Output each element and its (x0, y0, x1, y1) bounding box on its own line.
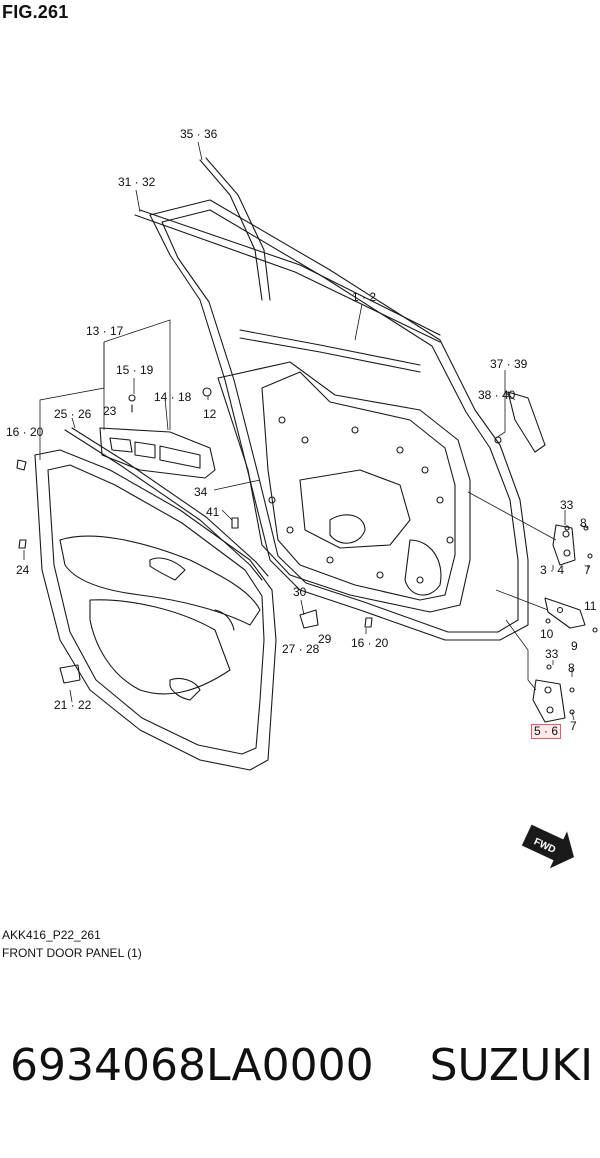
part-label-8-upper: 8 (580, 516, 587, 530)
part-label-38-40: 38 · 40 (478, 388, 516, 402)
door-inner-panel (217, 329, 471, 613)
part-label-16-20-lower: 16 · 20 (351, 636, 389, 650)
check-link (544, 597, 586, 629)
door-frame-outline (134, 157, 529, 641)
brand-name: SUZUKI (429, 1040, 594, 1091)
part-label-34: 34 (194, 485, 208, 499)
part-label-1-2: 1 · 2 (352, 290, 377, 304)
part-label-27-28: 27 · 28 (282, 642, 320, 656)
hinge-upper (552, 524, 576, 566)
part-label-23: 23 (103, 404, 117, 418)
hinge-lower (532, 679, 566, 723)
part-label-7-upper: 7 (584, 563, 591, 577)
mirror-cover (507, 391, 546, 453)
part-number-banner: 6934068LA0000 SUZUKI (10, 1040, 600, 1091)
part-label-16-20-upper: 16 · 20 (6, 425, 44, 439)
part-label-31-32: 31 · 32 (118, 175, 156, 189)
part-label-5-6-highlighted[interactable]: 5 · 6 (530, 724, 562, 739)
door-trim-panel (34, 449, 277, 771)
part-label-12: 12 (203, 407, 217, 421)
power-window-switch (99, 427, 216, 479)
part-label-15-19: 15 · 19 (116, 363, 154, 377)
fasteners (16, 387, 598, 715)
part-label-11: 11 (584, 599, 597, 613)
part-label-25-26: 25 · 26 (54, 407, 92, 421)
part-label-24: 24 (16, 563, 30, 577)
part-label-33-lower: 33 (545, 647, 559, 661)
figure-code: AKK416_P22_261 (2, 928, 101, 942)
part-label-10: 10 (540, 627, 554, 641)
part-label-35-36: 35 · 36 (180, 127, 218, 141)
part-label-14-18: 14 · 18 (154, 390, 192, 404)
part-label-33-upper: 33 (560, 498, 574, 512)
part-label-3-4: 3 · 4 (540, 563, 565, 577)
part-label-21-22: 21 · 22 (54, 698, 92, 712)
part-label-37-39: 37 · 39 (490, 357, 528, 371)
figure-title: FIG.261 (2, 2, 69, 22)
part-label-9: 9 (571, 639, 578, 653)
part-number: 6934068LA0000 (10, 1040, 374, 1091)
part-label-30: 30 (293, 585, 307, 599)
fwd-arrow: FWD (521, 824, 574, 869)
part-label-41: 41 (206, 505, 220, 519)
part-label-29: 29 (318, 632, 332, 646)
leader-lines (23, 141, 589, 730)
figure-caption: FRONT DOOR PANEL (1) (2, 946, 142, 960)
beltline-weatherstrip (64, 427, 269, 581)
part-label-8-lower: 8 (568, 661, 575, 675)
part-label-13-17: 13 · 17 (86, 324, 124, 338)
part-label-7-lower: 7 (570, 719, 577, 733)
